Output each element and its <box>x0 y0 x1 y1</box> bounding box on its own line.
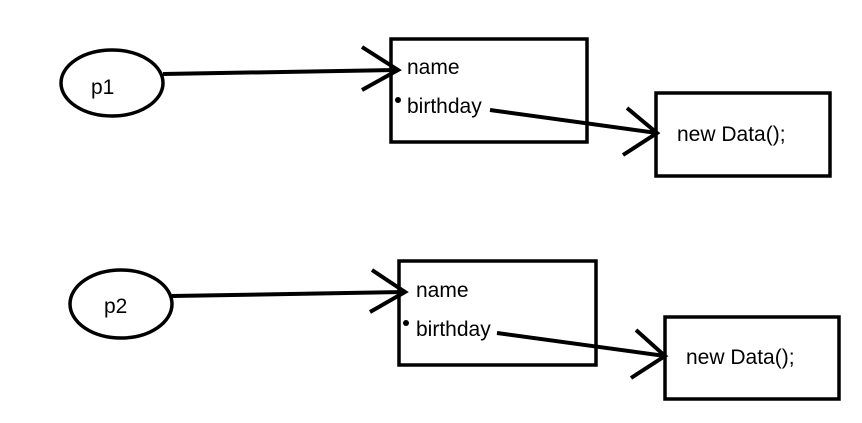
target-1-label: new Data(); <box>677 123 786 146</box>
reference-node-p2 <box>68 268 174 340</box>
object-1-pointer-dot <box>395 97 401 103</box>
reference-node-p1 <box>59 48 165 118</box>
reference-label-p2: p2 <box>104 295 127 318</box>
target-box-1 <box>654 91 832 178</box>
object-2-field-name: name <box>416 279 469 302</box>
object-2-field-birthday: birthday <box>416 318 491 341</box>
arrow-birthday-1-to-target <box>489 108 658 135</box>
diagram-group-1: p1 name birthday new Data(); <box>59 37 832 178</box>
object-box-2 <box>397 259 598 367</box>
object-2-pointer-dot <box>403 320 409 326</box>
arrowhead-p1-to-object <box>360 45 402 92</box>
target-box-2 <box>663 315 841 401</box>
arrowhead-p2-to-object <box>369 268 409 314</box>
arrow-birthday-2-to-target <box>496 331 666 358</box>
object-1-field-name: name <box>407 56 460 79</box>
arrow-p2-to-object <box>171 290 406 298</box>
object-1-field-birthday: birthday <box>407 95 482 118</box>
object-box-1 <box>389 37 589 144</box>
target-2-label: new Data(); <box>686 346 795 369</box>
arrow-p1-to-object <box>162 68 398 76</box>
reference-label-p1: p1 <box>91 76 114 99</box>
diagram-group-2: p2 name birthday new Data(); <box>68 259 841 401</box>
